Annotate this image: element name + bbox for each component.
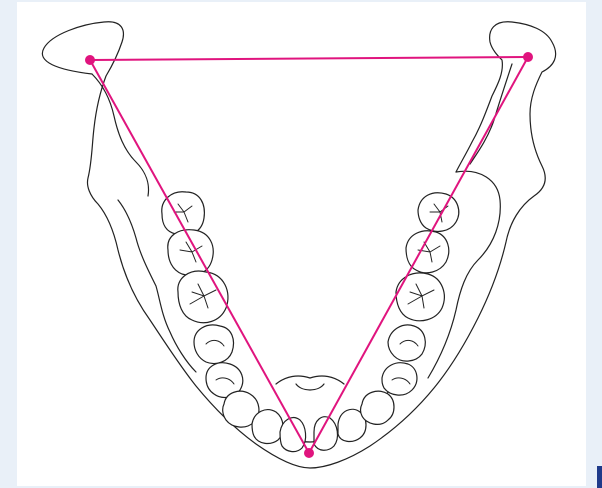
right-triangle-side [309, 57, 528, 453]
teeth [162, 192, 459, 452]
right-canine [361, 391, 395, 424]
bonwill-triangle [85, 52, 533, 458]
mandible-outer-contour [42, 22, 555, 468]
right-condyle-point [523, 52, 533, 62]
genial-tubercle [296, 384, 324, 390]
intercondylar-line [90, 57, 528, 60]
edge-mark [597, 466, 602, 488]
mandible-outline [42, 22, 555, 468]
incisal-point [304, 448, 314, 458]
left-lateral-incisor [252, 410, 283, 444]
left-triangle-side [90, 60, 309, 453]
genial-region [276, 376, 344, 384]
right-premolar-1 [382, 363, 417, 395]
right-premolar-2 [388, 325, 425, 361]
left-condyle-point [85, 55, 95, 65]
left-premolar-2 [194, 325, 234, 364]
